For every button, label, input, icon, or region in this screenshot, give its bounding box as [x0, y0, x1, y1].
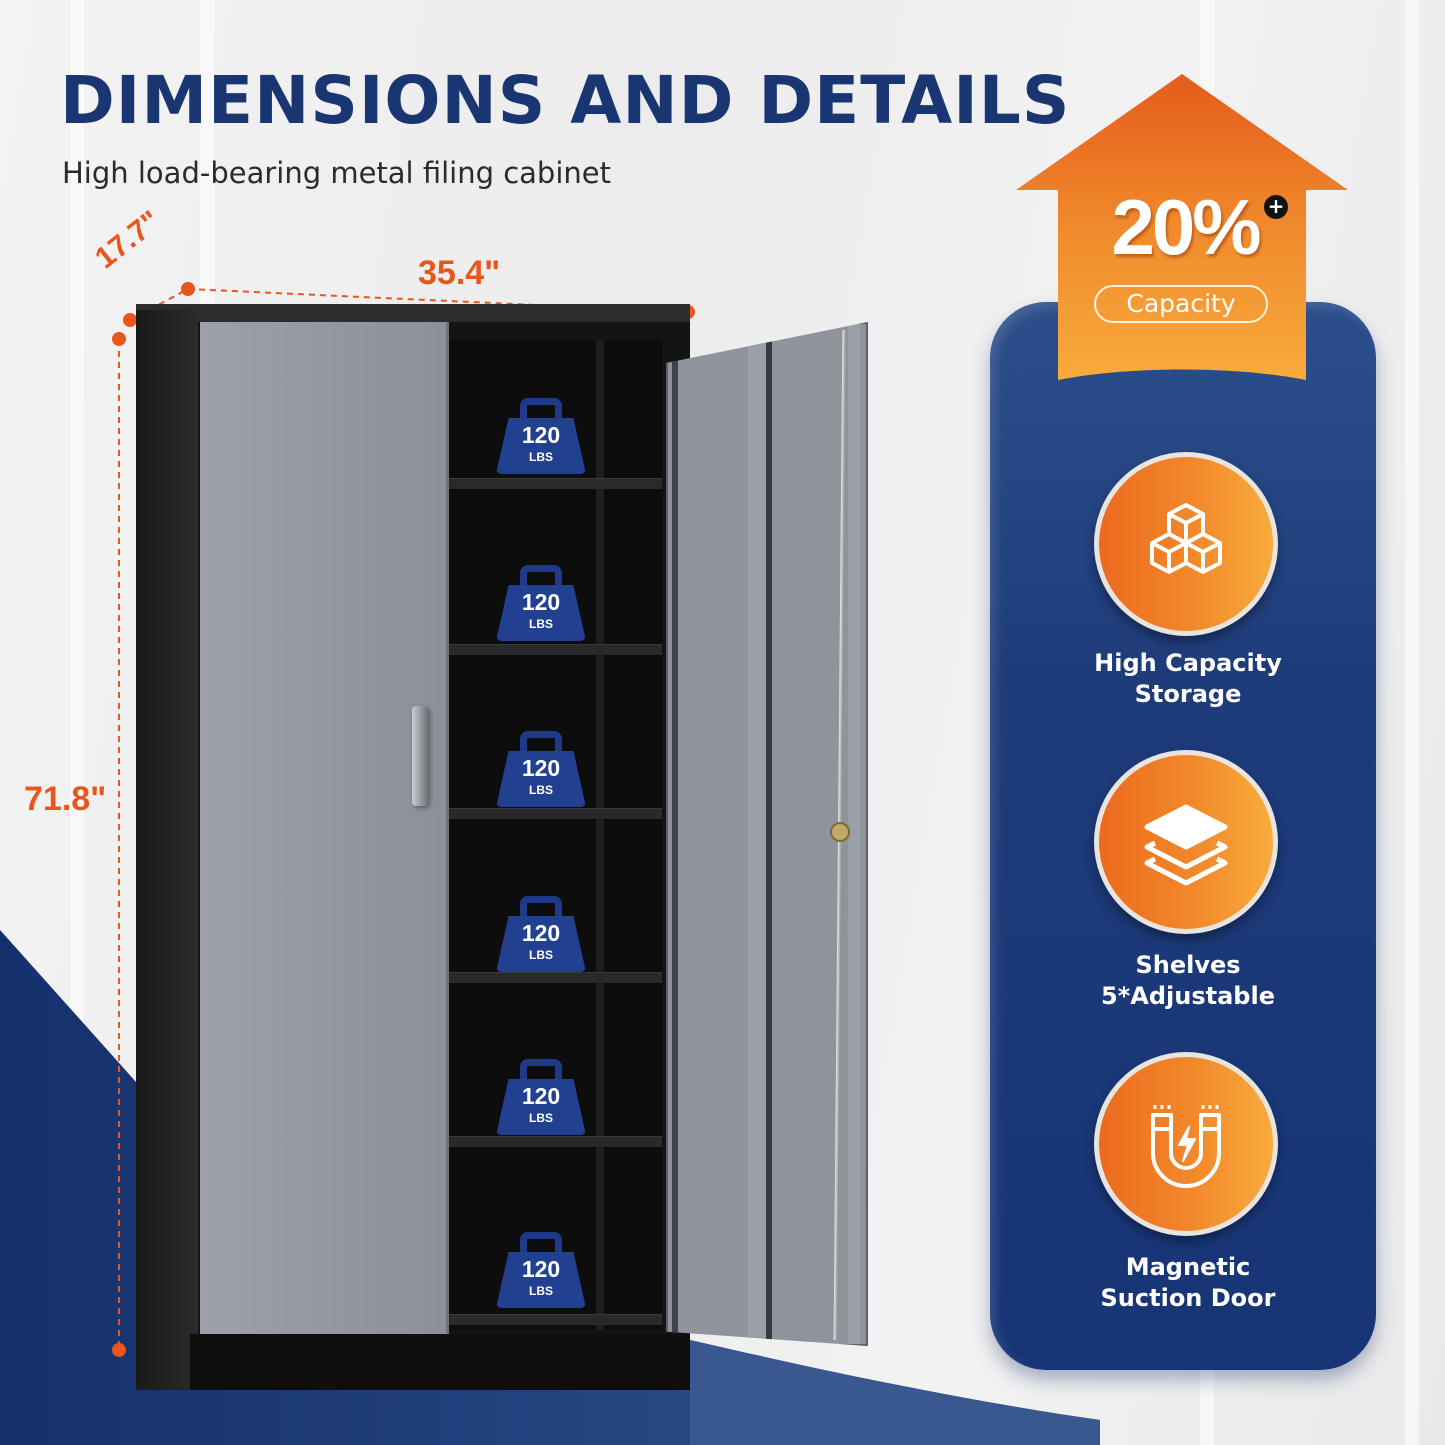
plus-icon: +: [1264, 195, 1288, 219]
door-rib: [672, 324, 678, 1344]
shelf: [448, 1136, 662, 1147]
feature-adjustable-shelves: [1094, 750, 1278, 934]
weight-handle-icon: [520, 1232, 562, 1258]
shelf: [448, 972, 662, 983]
left-door[interactable]: [200, 322, 449, 1334]
weight-handle-icon: [520, 896, 562, 922]
weight-icon: [496, 418, 586, 474]
cabinet-side: [136, 310, 198, 1390]
feature-magnetic-door: [1094, 1052, 1278, 1236]
capacity-percent: 20%: [1111, 183, 1261, 271]
weight-handle-icon: [520, 565, 562, 591]
weight-handle-icon: [520, 1059, 562, 1085]
feature-line1: High Capacity: [1094, 649, 1282, 677]
feature-label: Magnetic Suction Door: [1040, 1252, 1336, 1314]
door-handle[interactable]: [412, 706, 428, 806]
weight-badge: 120 LBS: [496, 896, 586, 972]
cabinet-top: [136, 304, 690, 322]
weight-badge: 120 LBS: [496, 565, 586, 641]
weight-badge: 120 LBS: [496, 398, 586, 474]
lock-icon[interactable]: [830, 822, 850, 842]
feature-line1: Magnetic: [1125, 1253, 1251, 1281]
weight-unit: LBS: [529, 783, 553, 797]
cabinet-base: [190, 1334, 690, 1390]
weight-badge: 120 LBS: [496, 1059, 586, 1135]
feature-line1: Shelves: [1135, 951, 1241, 979]
weight-icon: [496, 1252, 586, 1308]
feature-label: Shelves 5*Adjustable: [1040, 950, 1336, 1012]
shelf: [448, 808, 662, 819]
feature-line2: Storage: [1134, 680, 1242, 708]
page-subtitle: High load-bearing metal filing cabinet: [62, 156, 611, 190]
page-title: DIMENSIONS AND DETAILS: [60, 62, 1071, 139]
feature-line2: Suction Door: [1100, 1284, 1276, 1312]
door-rib: [766, 324, 772, 1344]
weight-badge: 120 LBS: [496, 731, 586, 807]
cabinet-interior: [448, 340, 662, 1330]
magnet-icon: [1151, 1105, 1221, 1188]
weight-handle-icon: [520, 398, 562, 424]
wall-stripe: [1405, 0, 1419, 1445]
weight-value: 120: [521, 422, 561, 448]
feature-label: High Capacity Storage: [1040, 648, 1336, 710]
weight-value: 120: [521, 755, 561, 781]
feature-line2: 5*Adjustable: [1101, 982, 1275, 1010]
weight-value: 120: [521, 1083, 561, 1109]
shelf: [448, 644, 662, 655]
shelf: [448, 1314, 662, 1325]
weight-handle-icon: [520, 731, 562, 757]
weight-unit: LBS: [529, 1284, 553, 1298]
height-dimension: 71.8": [24, 780, 107, 818]
weight-unit: LBS: [529, 948, 553, 962]
cubes-icon: [1150, 503, 1222, 574]
weight-unit: LBS: [529, 450, 553, 464]
layers-icon: [1144, 804, 1228, 886]
feature-high-capacity: [1094, 452, 1278, 636]
door-rib: [748, 324, 766, 1344]
weight-icon: [496, 1079, 586, 1135]
width-dimension: 35.4": [418, 254, 501, 292]
shelf: [448, 478, 662, 489]
capacity-label: Capacity: [1094, 285, 1268, 323]
shelf-rail: [596, 340, 604, 1330]
weight-unit: LBS: [529, 1111, 553, 1125]
door-rib: [848, 324, 860, 1344]
weight-badge: 120 LBS: [496, 1232, 586, 1308]
weight-value: 120: [521, 1256, 561, 1282]
weight-unit: LBS: [529, 617, 553, 631]
weight-value: 120: [521, 589, 561, 615]
weight-icon: [496, 585, 586, 641]
weight-value: 120: [521, 920, 561, 946]
weight-icon: [496, 751, 586, 807]
weight-icon: [496, 916, 586, 972]
